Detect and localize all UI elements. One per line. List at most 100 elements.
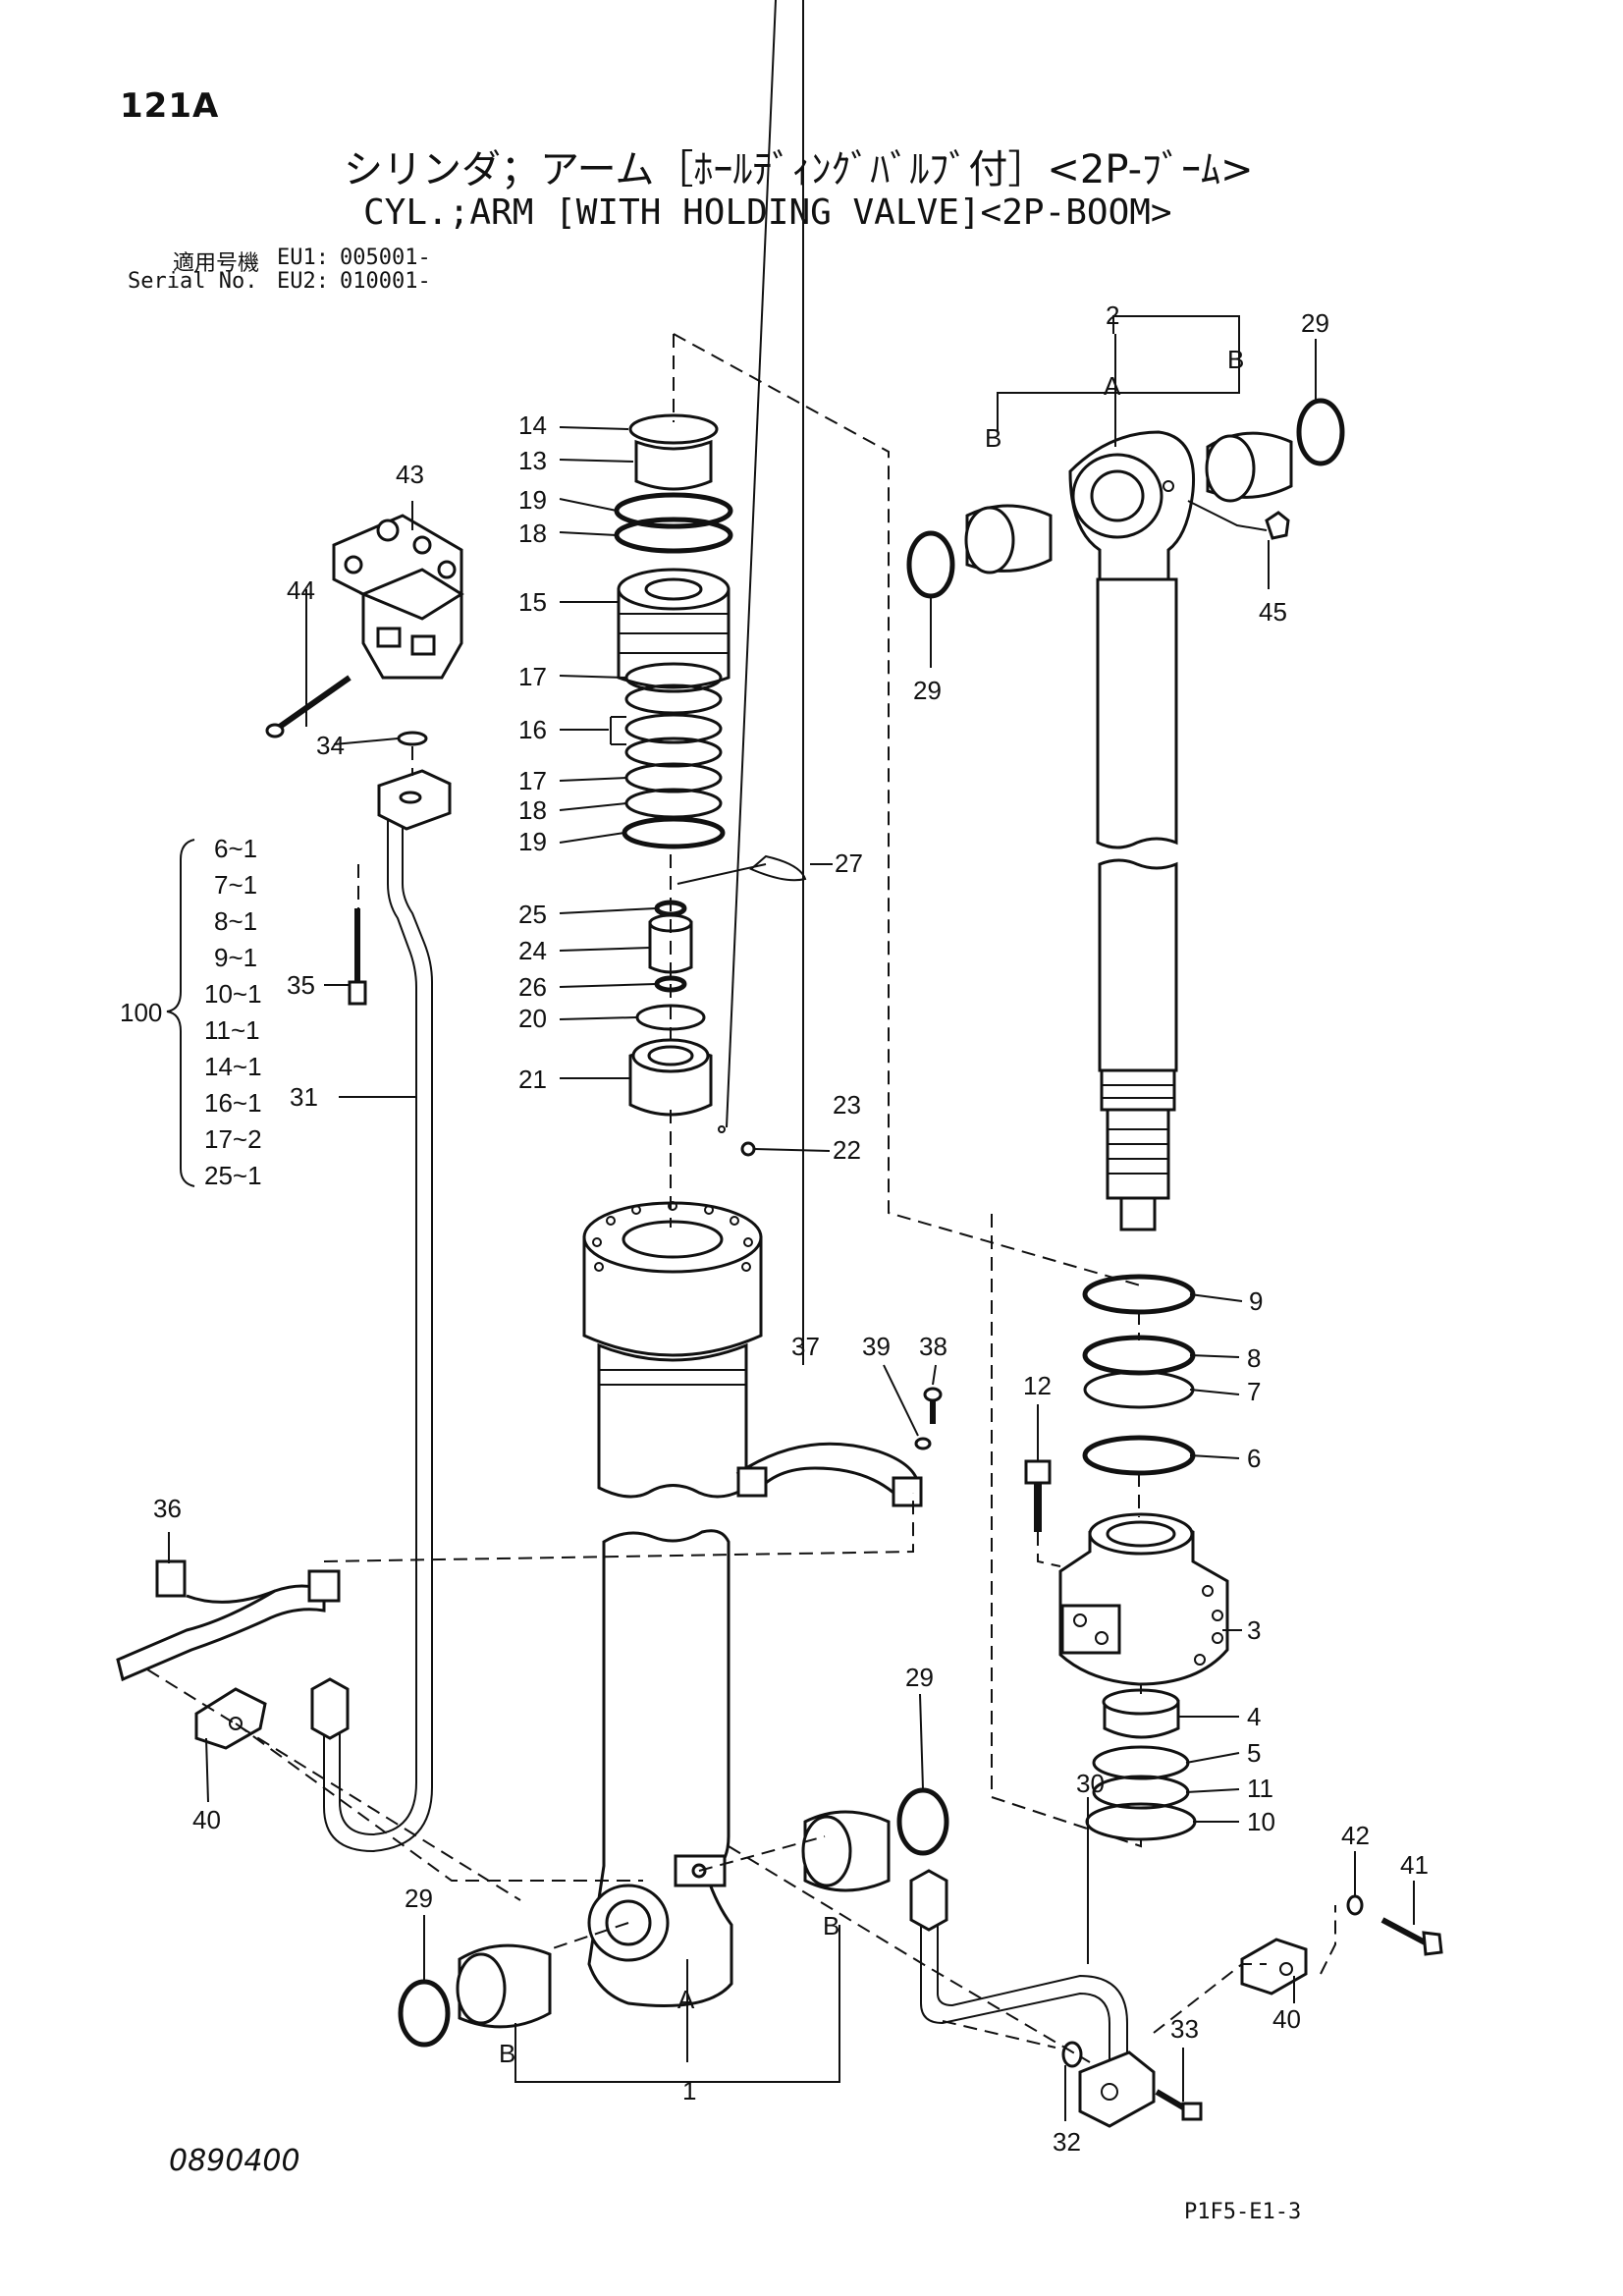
callout-16: 16: [518, 715, 547, 744]
washer-39: [914, 1437, 932, 1450]
page-code: P1F5-E1-3: [1184, 2200, 1302, 2224]
washer-42: [1346, 1894, 1364, 1916]
band-clamp-37: [735, 1442, 923, 1507]
callout-22: 22: [833, 1135, 861, 1165]
callout-4: 4: [1247, 1702, 1261, 1731]
serial-label-en: Serial No.: [128, 269, 258, 294]
flange-bolt-holes: [592, 1201, 753, 1272]
seal-29-upper-left: [906, 530, 955, 599]
callout-31: 31: [290, 1082, 318, 1112]
rod-guide-stack: [614, 413, 733, 849]
callout-19-bottom: 19: [518, 827, 547, 856]
callout-33: 33: [1170, 2014, 1199, 2044]
callout-labels: 14 13 19 18 15 17 16 17 18 19 25 24 26 2…: [120, 301, 1429, 2157]
label-b-upper-left: B: [985, 423, 1001, 453]
assembly-lines: [146, 333, 1336, 2063]
callout-38: 38: [919, 1332, 947, 1361]
callout-43: 43: [396, 460, 424, 489]
callout-17-top: 17: [518, 662, 547, 691]
callout-11: 11: [1247, 1774, 1273, 1803]
kit-number: 100: [120, 998, 162, 1027]
label-b-lower-right: B: [823, 1911, 839, 1941]
callout-39: 39: [862, 1332, 891, 1361]
callout-10: 10: [1247, 1807, 1275, 1836]
callout-29-lower-right: 29: [905, 1663, 934, 1692]
callout-21: 21: [518, 1065, 547, 1094]
kit-item-4: 10~1: [204, 979, 262, 1009]
o-ring-32: [1061, 2041, 1083, 2068]
kit-item-5: 11~1: [204, 1015, 260, 1045]
kit-item-3: 9~1: [214, 943, 257, 972]
seal-9: [1082, 1274, 1196, 1315]
callout-2: 2: [1106, 301, 1119, 330]
label-a-upper: A: [1104, 371, 1121, 401]
callout-20: 20: [518, 1004, 547, 1033]
callout-18-top: 18: [518, 519, 547, 548]
callout-45: 45: [1259, 597, 1287, 627]
pipe-31-nut: [310, 1677, 350, 1740]
cylinder-tube-1: [582, 1201, 763, 2007]
callout-25: 25: [518, 900, 547, 929]
kit-brace: [166, 839, 195, 1187]
flange-block: [377, 769, 452, 831]
callout-40-left: 40: [192, 1805, 221, 1834]
label-b-upper-right: B: [1227, 345, 1244, 374]
retaining-ring-27: [749, 854, 807, 882]
document-code: 0890400: [169, 2144, 300, 2178]
bolt-35: [348, 908, 367, 1006]
o-ring-34: [397, 731, 428, 746]
seal-29-lower-right: [896, 1787, 949, 1856]
kit-item-9: 25~1: [204, 1161, 262, 1190]
serial-model-eu1: EU1:: [277, 246, 329, 270]
kit-item-1: 7~1: [214, 870, 257, 900]
bushing-upper-right: [1205, 431, 1293, 503]
bolt-41: [1380, 1917, 1443, 1956]
set-screw-22: [740, 1141, 756, 1157]
callout-14: 14: [518, 410, 547, 440]
grease-fitting-45: [1265, 511, 1290, 540]
label-b-lower-left: B: [499, 2039, 515, 2068]
callout-8: 8: [1247, 1343, 1261, 1373]
bushing-upper-left: [964, 504, 1053, 574]
callout-29-lower-left: 29: [405, 1884, 433, 1913]
serial-model-eu2: EU2:: [277, 269, 329, 294]
callout-19-top: 19: [518, 485, 547, 515]
callout-36: 36: [153, 1494, 182, 1523]
holding-valve-43: [332, 514, 464, 680]
leader-lines: [168, 0, 1415, 2121]
piston-rod-2: [1068, 430, 1196, 1231]
callout-40-right: 40: [1272, 2004, 1301, 2034]
nut-21: [628, 1038, 713, 1117]
callout-42: 42: [1341, 1821, 1370, 1850]
callout-15: 15: [518, 587, 547, 617]
callout-26: 26: [518, 972, 547, 1002]
bushing-lower-left: [456, 1943, 552, 2029]
callout-17-bottom: 17: [518, 766, 547, 795]
callout-18-bottom: 18: [518, 795, 547, 825]
kit-item-8: 17~2: [204, 1124, 262, 1154]
callout-35: 35: [287, 970, 315, 1000]
kit-item-7: 16~1: [204, 1088, 262, 1118]
bushing-4: [1102, 1688, 1180, 1739]
kit-item-0: 6~1: [214, 834, 257, 863]
callout-5: 5: [1247, 1738, 1261, 1768]
callout-1: 1: [682, 2076, 696, 2105]
title-japanese: シリンダ；アーム［ﾎｰﾙﾃﾞｨﾝｸﾞﾊﾞﾙﾌﾞ付］<2P-ﾌﾞｰﾑ>: [344, 147, 1254, 192]
callout-3: 3: [1247, 1615, 1261, 1645]
seal-6: [1082, 1435, 1196, 1476]
callout-12: 12: [1023, 1371, 1052, 1400]
callout-44: 44: [287, 575, 315, 605]
bolt-44: [265, 675, 352, 738]
ball-23: [718, 1125, 726, 1133]
label-a-lower: A: [677, 1985, 695, 2014]
clamp-36: [116, 1559, 341, 1682]
bushing-lower-right: [801, 1810, 891, 1892]
pipe-31: [310, 815, 433, 1853]
callout-23: 23: [833, 1090, 861, 1120]
callout-6: 6: [1247, 1444, 1261, 1473]
ring-7: [1083, 1370, 1195, 1409]
pipe-30: [909, 1869, 1156, 2128]
callout-32: 32: [1053, 2127, 1081, 2157]
callout-13: 13: [518, 446, 547, 475]
serial-number-eu2: 010001-: [340, 269, 431, 294]
